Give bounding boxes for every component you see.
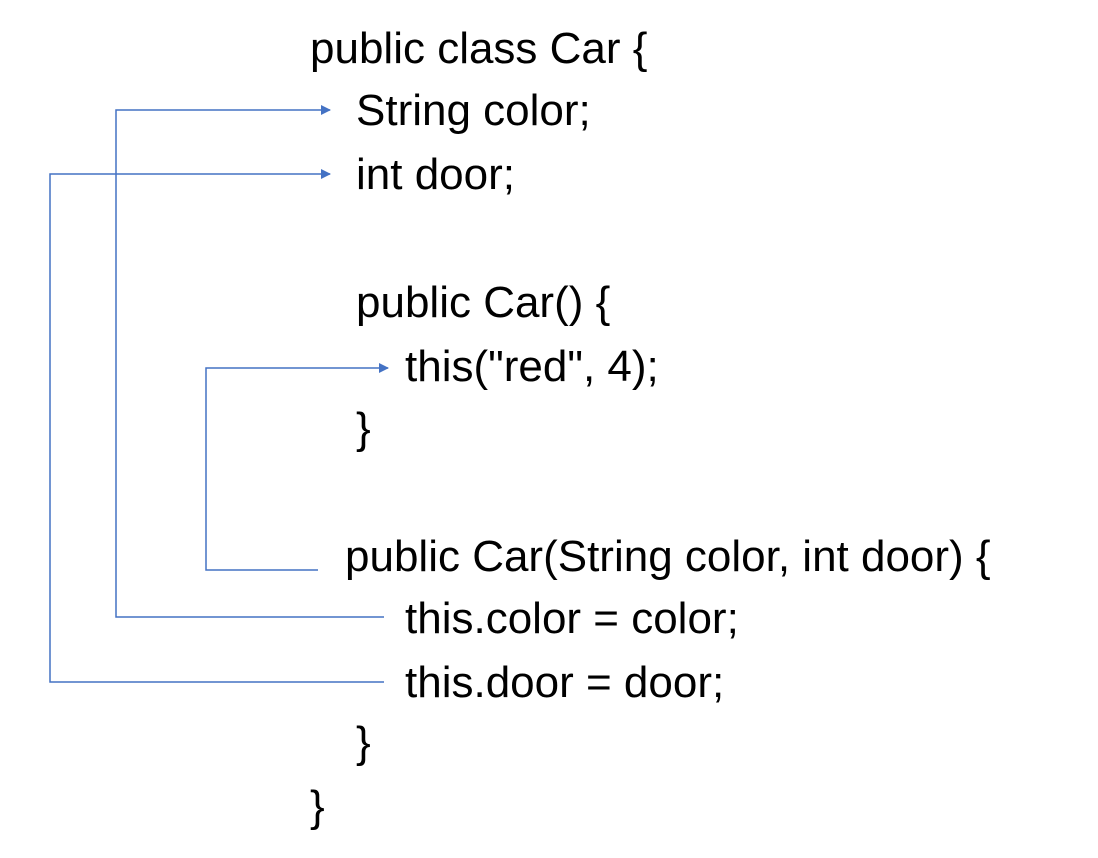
- assign-door: this.door = door;: [405, 658, 725, 707]
- assign-color: this.color = color;: [405, 594, 739, 643]
- field-color: String color;: [356, 86, 591, 135]
- default-constructor-declaration: public Car() {: [356, 278, 611, 327]
- arrow-ctor-chain: [205, 363, 389, 571]
- field-door: int door;: [356, 150, 515, 199]
- class-close: }: [310, 782, 325, 831]
- class-declaration: public class Car {: [310, 24, 648, 73]
- param-constructor-declaration: public Car(String color, int door) {: [345, 532, 991, 581]
- param-constructor-close: }: [356, 718, 371, 767]
- constructor-chain-call: this("red", 4);: [405, 342, 659, 391]
- arrow-color-field: [115, 105, 384, 618]
- default-constructor-close: }: [356, 404, 371, 453]
- arrow-door-field: [49, 169, 384, 683]
